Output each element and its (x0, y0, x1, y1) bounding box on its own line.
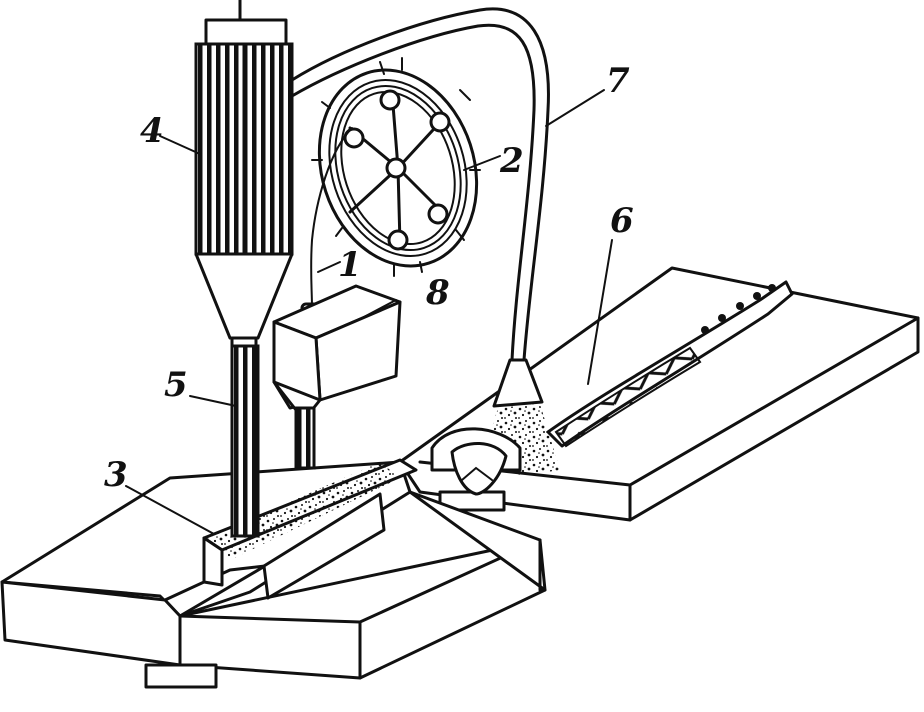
left-plate-support-block (144, 663, 218, 689)
reel-rollers (343, 89, 451, 251)
bead-ripple-marks (701, 284, 776, 334)
callout-7: 7 (606, 61, 630, 101)
callout-3: 3 (104, 455, 128, 495)
reel-hub (385, 157, 407, 179)
callout-labels: 4 2 7 6 1 8 5 3 (104, 61, 634, 495)
feed-tube (230, 344, 260, 538)
leader-8 (361, 299, 397, 319)
leader-4 (159, 135, 201, 155)
leader-7 (545, 89, 605, 127)
left-workpiece-plates (0, 460, 547, 689)
callout-1: 1 (338, 245, 362, 285)
callout-6: 6 (610, 201, 634, 241)
reel-ticks (311, 57, 481, 277)
leader-lines (125, 89, 613, 535)
flux-hopper (194, 0, 294, 350)
copper-shoe (430, 427, 522, 496)
flux-hose (290, 7, 550, 408)
flux-feeder (272, 284, 402, 470)
callout-5: 5 (164, 365, 188, 405)
leader-2 (463, 155, 501, 171)
leader-5 (189, 395, 237, 407)
leader-6 (587, 239, 613, 385)
leader-3 (125, 485, 215, 535)
callout-2: 2 (499, 141, 524, 181)
callout-8: 8 (425, 273, 450, 313)
leader-1 (317, 261, 341, 273)
callout-4: 4 (140, 111, 164, 151)
wire-reel (311, 57, 481, 277)
weld-bead (546, 280, 794, 448)
